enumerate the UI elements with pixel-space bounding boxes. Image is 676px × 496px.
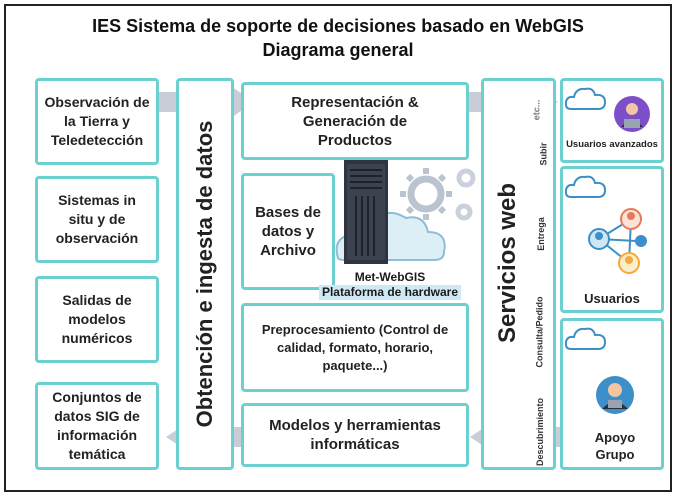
cloud-icon [565,175,607,198]
advanced-users-box: Usuarios avanzados [560,78,664,163]
users-label: Usuarios [584,291,640,306]
hardware-platform-label: Plataforma de hardware [318,285,462,300]
hardware-platform-illustration [335,160,476,264]
advanced-user-icon [614,96,650,132]
delivery-label: Entrega [535,217,546,251]
advanced-users-label: Usuarios avanzados [566,139,658,150]
output-gis-datasets-label: Conjuntos de datos SIG de información te… [52,389,142,462]
cloud-icon [565,87,607,110]
query-order-label: Consulta/Pedido [534,296,545,368]
users-box: Usuarios [560,166,664,313]
upload-label: Subir [538,142,549,166]
gear-icon [407,175,445,213]
etc-label: etc... [531,99,542,121]
preprocessing-box: Preprocesamiento (Control de calidad, fo… [241,303,469,392]
input-earth-observation-label: Observación de la Tierra y Teledetección [44,94,150,148]
web-services-label: Servicios web [494,182,521,344]
discovery-label: Descubrimiento [535,397,546,467]
databases-label: Bases de datos y Archivo [255,204,321,259]
models-tools-label: Modelos y herramientas informáticas [269,417,441,453]
support-group-label: Apoyo Grupo [594,430,636,462]
hardware-platform-caption: Met-WebGIS Plataforma de hardware [310,270,470,300]
input-numerical-models: Salidas de modelos numéricos [35,276,159,363]
cloud-icon [565,327,607,350]
hardware-name: Met-WebGIS [354,270,426,284]
ingestion-column: Obtención e ingesta de datos [176,78,234,470]
title-line-1: IES Sistema de soporte de decisiones bas… [92,16,584,36]
input-in-situ-systems: Sistemas in situ y de observación [35,176,159,263]
products-label: Representación & Generación de Productos [291,93,419,149]
preprocessing-label: Preprocesamiento (Control de calidad, fo… [261,321,449,373]
input-numerical-models-label: Salidas de modelos numéricos [61,292,133,346]
products-box: Representación & Generación de Productos [241,82,469,160]
support-group-box: Apoyo Grupo [560,318,664,470]
databases-box: Bases de datos y Archivo [241,173,335,290]
support-person-icon [596,376,634,414]
ingestion-label: Obtención e ingesta de datos [192,120,217,428]
title-line-2: Diagrama general [262,40,414,60]
input-in-situ-label: Sistemas in situ y de observación [55,192,139,246]
user-network-icon [588,208,647,274]
models-tools-box: Modelos y herramientas informáticas [241,403,469,467]
output-gis-datasets: Conjuntos de datos SIG de información te… [35,382,159,470]
input-earth-observation: Observación de la Tierra y Teledetección [35,78,159,165]
diagram-title: IES Sistema de soporte de decisiones bas… [0,14,676,62]
web-services-column: Servicios web etc... Subir Entrega Consu… [481,78,556,470]
